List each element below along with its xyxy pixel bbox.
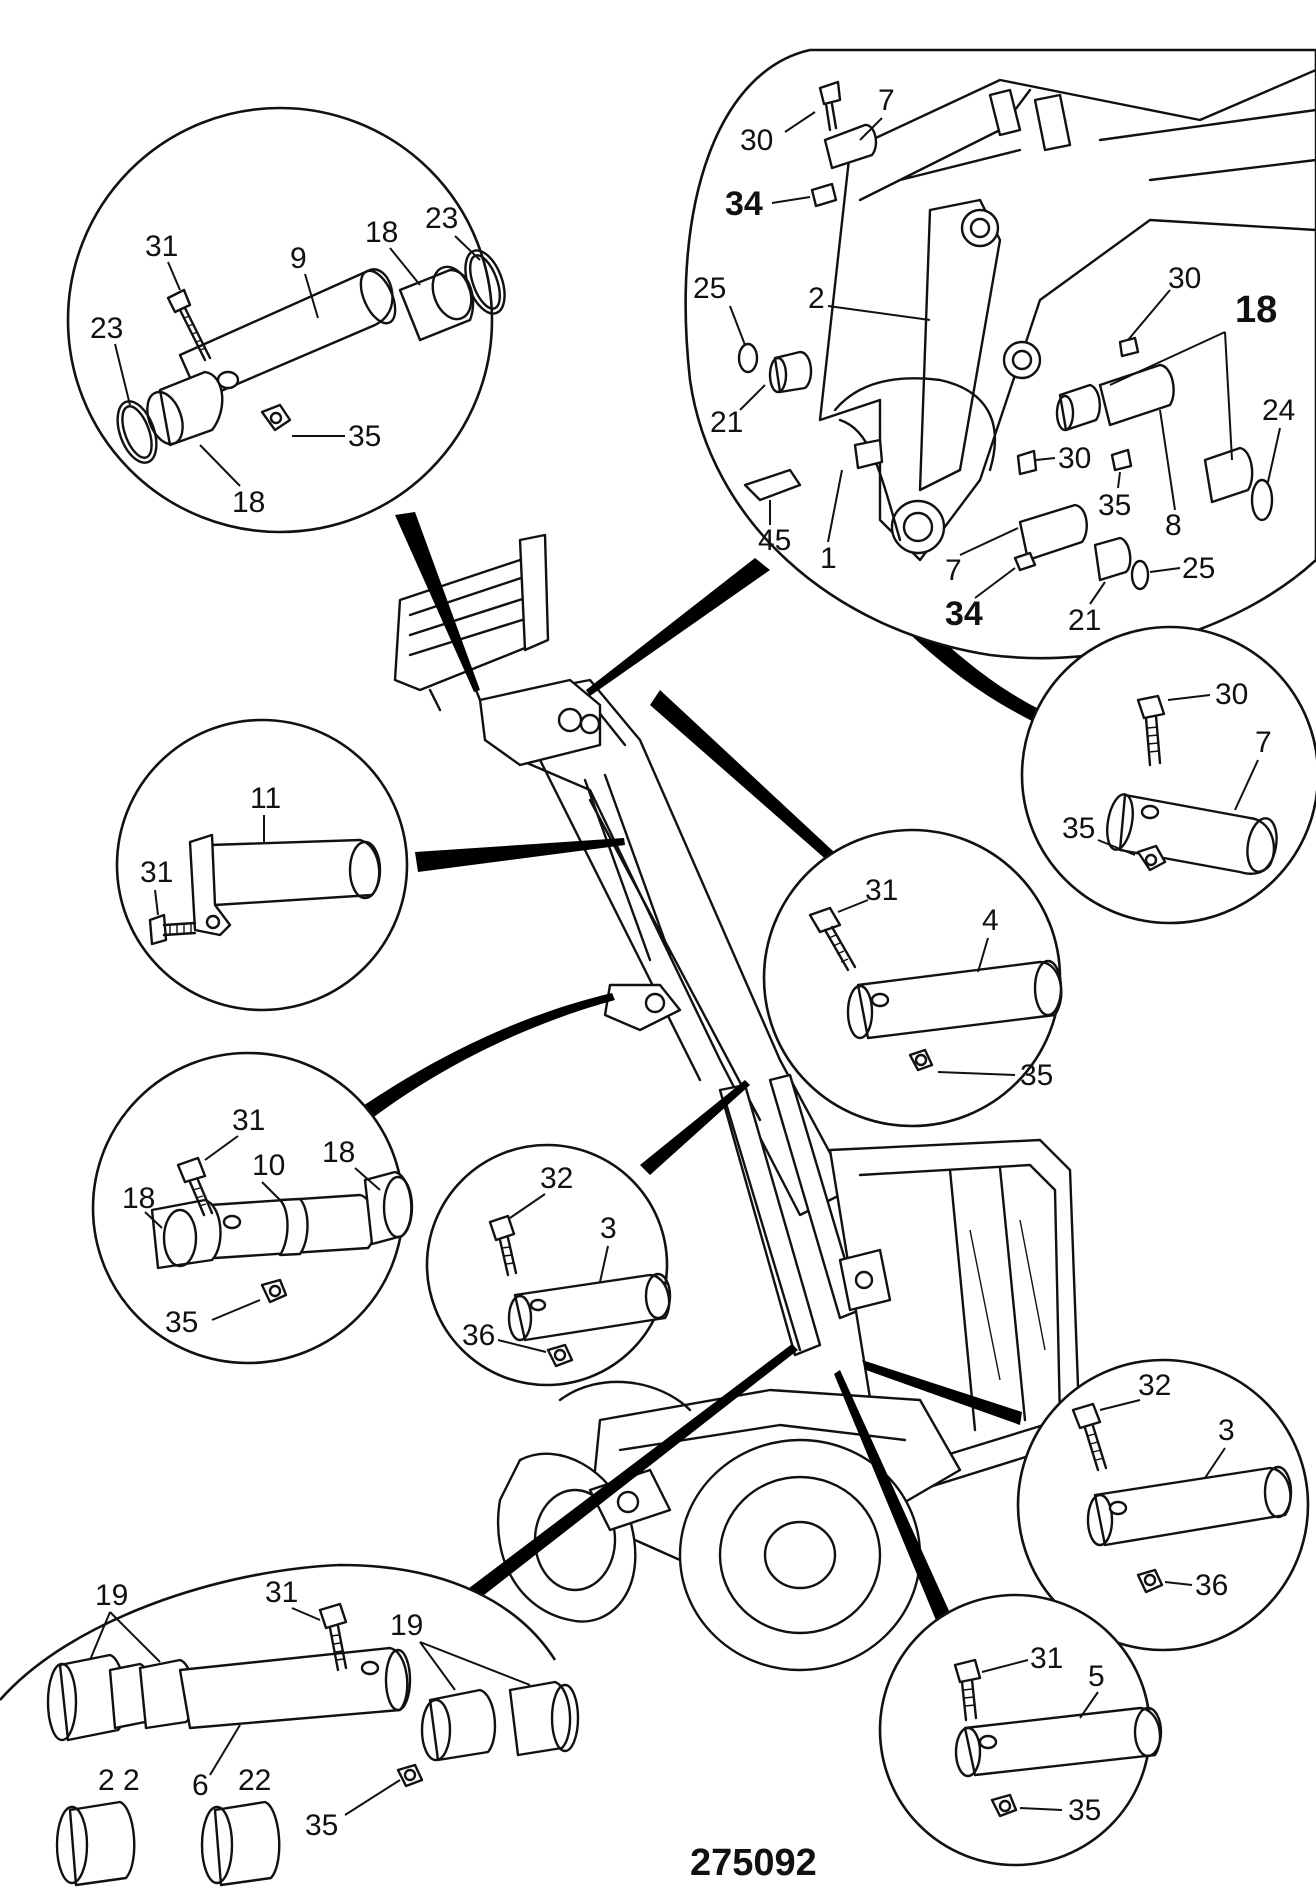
- label-30: 30: [740, 124, 773, 157]
- label-34-lower: 34: [945, 595, 983, 633]
- label-25: 25: [693, 272, 726, 305]
- label-18: 18: [365, 216, 398, 249]
- detail-i-labels: 31 19 19 6 2 2 22 35: [89, 1576, 531, 1842]
- label-18-left: 18: [232, 486, 265, 519]
- label-25-lower: 25: [1182, 552, 1215, 585]
- label-35: 35: [1020, 1059, 1053, 1092]
- label-5: 5: [1088, 1660, 1105, 1693]
- label-19-right: 19: [390, 1609, 423, 1642]
- label-31: 31: [865, 874, 898, 907]
- label-2: 2: [808, 282, 825, 315]
- label-35: 35: [348, 420, 381, 453]
- label-30-mid: 30: [1058, 442, 1091, 475]
- label-1: 1: [820, 542, 837, 575]
- label-3: 3: [1218, 1414, 1235, 1447]
- label-3: 3: [600, 1212, 617, 1245]
- label-23: 23: [425, 202, 458, 235]
- label-21: 21: [710, 406, 743, 439]
- detail-j-labels: 31 5 35: [981, 1642, 1105, 1827]
- detail-j: [878, 1593, 1163, 1867]
- detail-c-labels: 30 7 35: [1062, 678, 1272, 856]
- detail-c-circle: [1020, 625, 1316, 925]
- label-18-right: 18: [322, 1136, 355, 1169]
- label-35: 35: [1098, 489, 1131, 522]
- label-19-left: 19: [95, 1579, 128, 1612]
- label-6: 6: [192, 1769, 209, 1802]
- label-32: 32: [540, 1162, 573, 1195]
- label-8: 8: [1165, 509, 1182, 542]
- label-11: 11: [250, 782, 281, 815]
- detail-d-labels: 11 31: [140, 782, 281, 916]
- detail-e: [762, 828, 1063, 1128]
- label-22: 22: [238, 1764, 271, 1797]
- label-36: 36: [462, 1319, 495, 1352]
- detail-h-labels: 32 3 36: [1099, 1369, 1235, 1602]
- label-22-spaced: 2 2: [98, 1764, 140, 1797]
- detail-a-labels: 31 9 18 23 23 35 18: [90, 202, 481, 519]
- label-30: 30: [1215, 678, 1248, 711]
- label-7: 7: [878, 84, 895, 117]
- label-34: 34: [725, 185, 763, 223]
- label-32: 32: [1138, 1369, 1171, 1402]
- detail-h: [1016, 1358, 1310, 1652]
- label-10: 10: [252, 1149, 285, 1182]
- label-36: 36: [1195, 1569, 1228, 1602]
- label-35: 35: [165, 1306, 198, 1339]
- reference-number: 275092: [690, 1842, 817, 1884]
- label-31: 31: [265, 1576, 298, 1609]
- bush-18-left: [158, 370, 224, 447]
- detail-a: [66, 106, 506, 534]
- detail-e-labels: 31 4 35: [837, 874, 1053, 1092]
- label-31: 31: [232, 1104, 265, 1137]
- label-45: 45: [758, 524, 791, 557]
- label-7-lower: 7: [945, 554, 962, 587]
- label-18-bold: 18: [1235, 289, 1277, 331]
- label-31: 31: [145, 230, 178, 263]
- label-9: 9: [290, 242, 307, 275]
- detail-c: [1020, 625, 1316, 925]
- detail-f: [91, 1051, 414, 1365]
- label-24: 24: [1262, 394, 1295, 427]
- label-4: 4: [982, 904, 999, 937]
- label-31: 31: [1030, 1642, 1063, 1675]
- detail-g: [425, 1143, 672, 1387]
- label-23-left: 23: [90, 312, 123, 345]
- detail-i: [0, 1563, 580, 1887]
- label-18-left: 18: [122, 1182, 155, 1215]
- label-7: 7: [1255, 726, 1272, 759]
- label-35: 35: [1062, 812, 1095, 845]
- label-31: 31: [140, 856, 173, 889]
- label-35: 35: [305, 1809, 338, 1842]
- label-35: 35: [1068, 1794, 1101, 1827]
- detail-b-labels: 30 7 34 25 2 21 45 1 30 18 24 30 35 8 7 …: [693, 84, 1295, 637]
- label-30-right: 30: [1168, 262, 1201, 295]
- pin-9: [178, 268, 394, 402]
- detail-d: [115, 718, 409, 1012]
- label-21-lower: 21: [1068, 604, 1101, 637]
- detail-f-labels: 31 10 18 18 35: [122, 1104, 381, 1339]
- detail-g-labels: 32 3 36: [462, 1162, 617, 1353]
